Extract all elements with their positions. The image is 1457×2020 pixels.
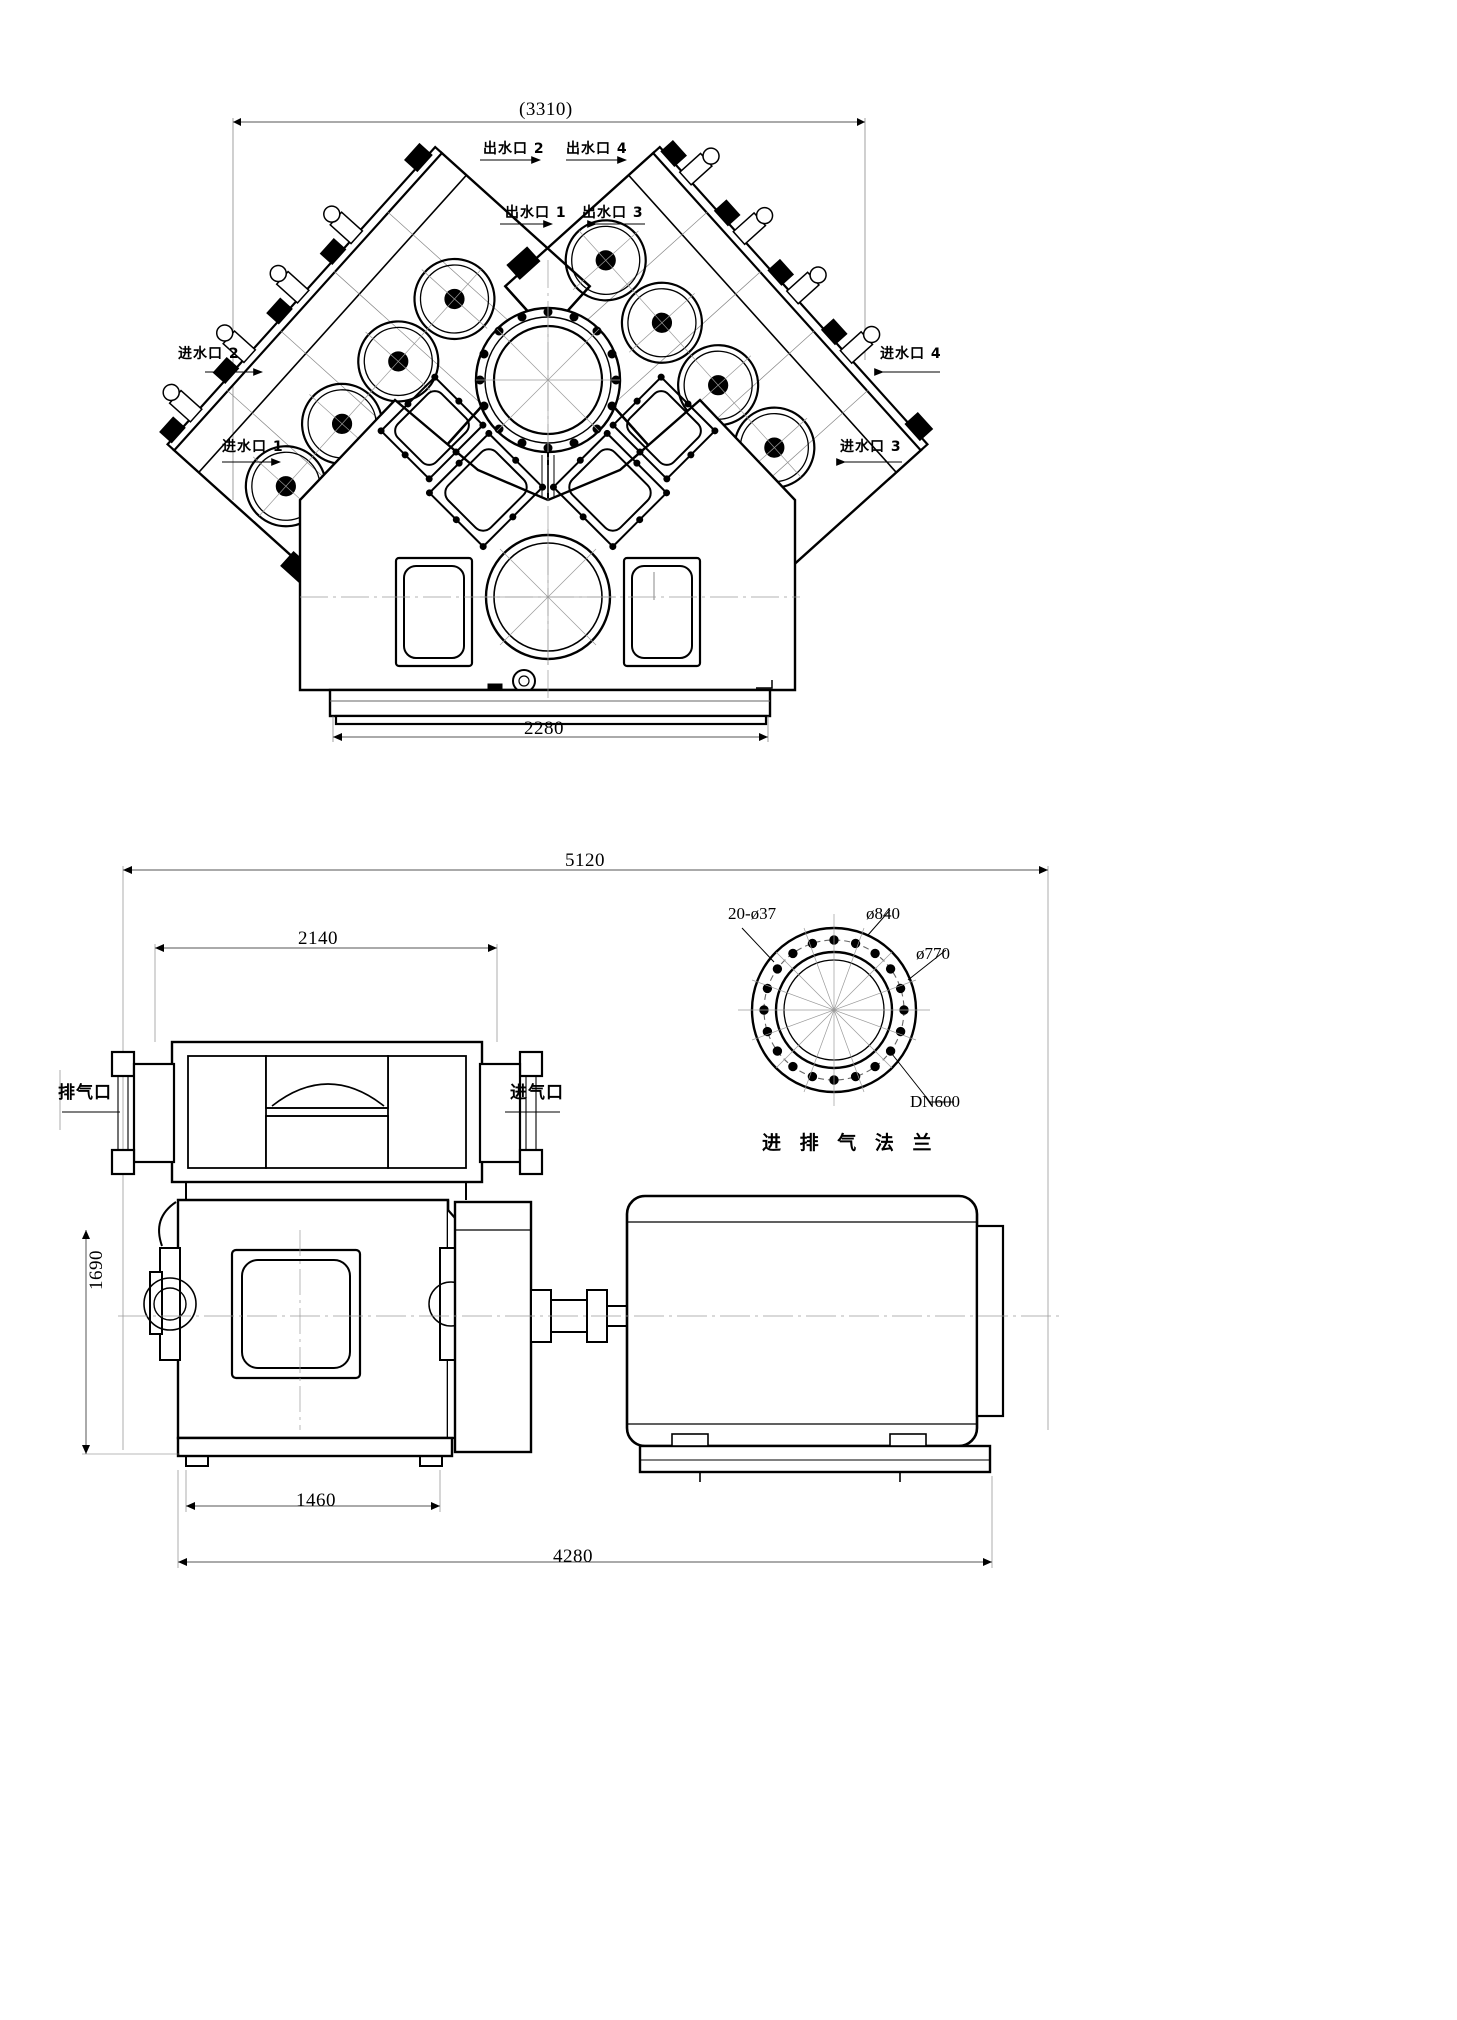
label-outlet-4: 出水口 4 bbox=[566, 141, 628, 157]
label-inlet-2: 进水口 2 bbox=[178, 346, 240, 362]
label-inlet-3: 进水口 3 bbox=[840, 439, 902, 455]
label-exhaust-port: 排气口 bbox=[58, 1083, 112, 1103]
label-outlet-1: 出水口 1 bbox=[505, 205, 567, 221]
dim-cylinder-block-width: 2140 bbox=[298, 928, 338, 949]
dim-overall-length: 5120 bbox=[565, 850, 605, 871]
label-inlet-1: 进水口 1 bbox=[222, 439, 284, 455]
label-inlet-4: 进水口 4 bbox=[880, 346, 942, 362]
label-outlet-3: 出水口 3 bbox=[582, 205, 644, 221]
dim-base-length: 1460 bbox=[296, 1490, 336, 1511]
side-view-graphics bbox=[59, 866, 1060, 1568]
flange-detail-title: 进 排 气 法 兰 bbox=[762, 1132, 938, 1154]
callout-bolt-holes: 20-ø37 bbox=[728, 904, 777, 923]
dim-overall-width: (3310) bbox=[519, 99, 573, 120]
callout-outer-diameter: ø840 bbox=[866, 904, 900, 923]
callout-nominal-diameter: DN600 bbox=[910, 1092, 961, 1111]
dim-frame-to-motor: 4280 bbox=[553, 1546, 593, 1567]
front-view-graphics bbox=[159, 118, 940, 742]
label-intake-port: 进气口 bbox=[510, 1083, 564, 1103]
dim-base-width: 2280 bbox=[524, 718, 564, 739]
dim-overall-height: 1690 bbox=[86, 1250, 107, 1290]
callout-bolt-circle: ø770 bbox=[916, 944, 950, 963]
label-outlet-2: 出水口 2 bbox=[483, 141, 545, 157]
